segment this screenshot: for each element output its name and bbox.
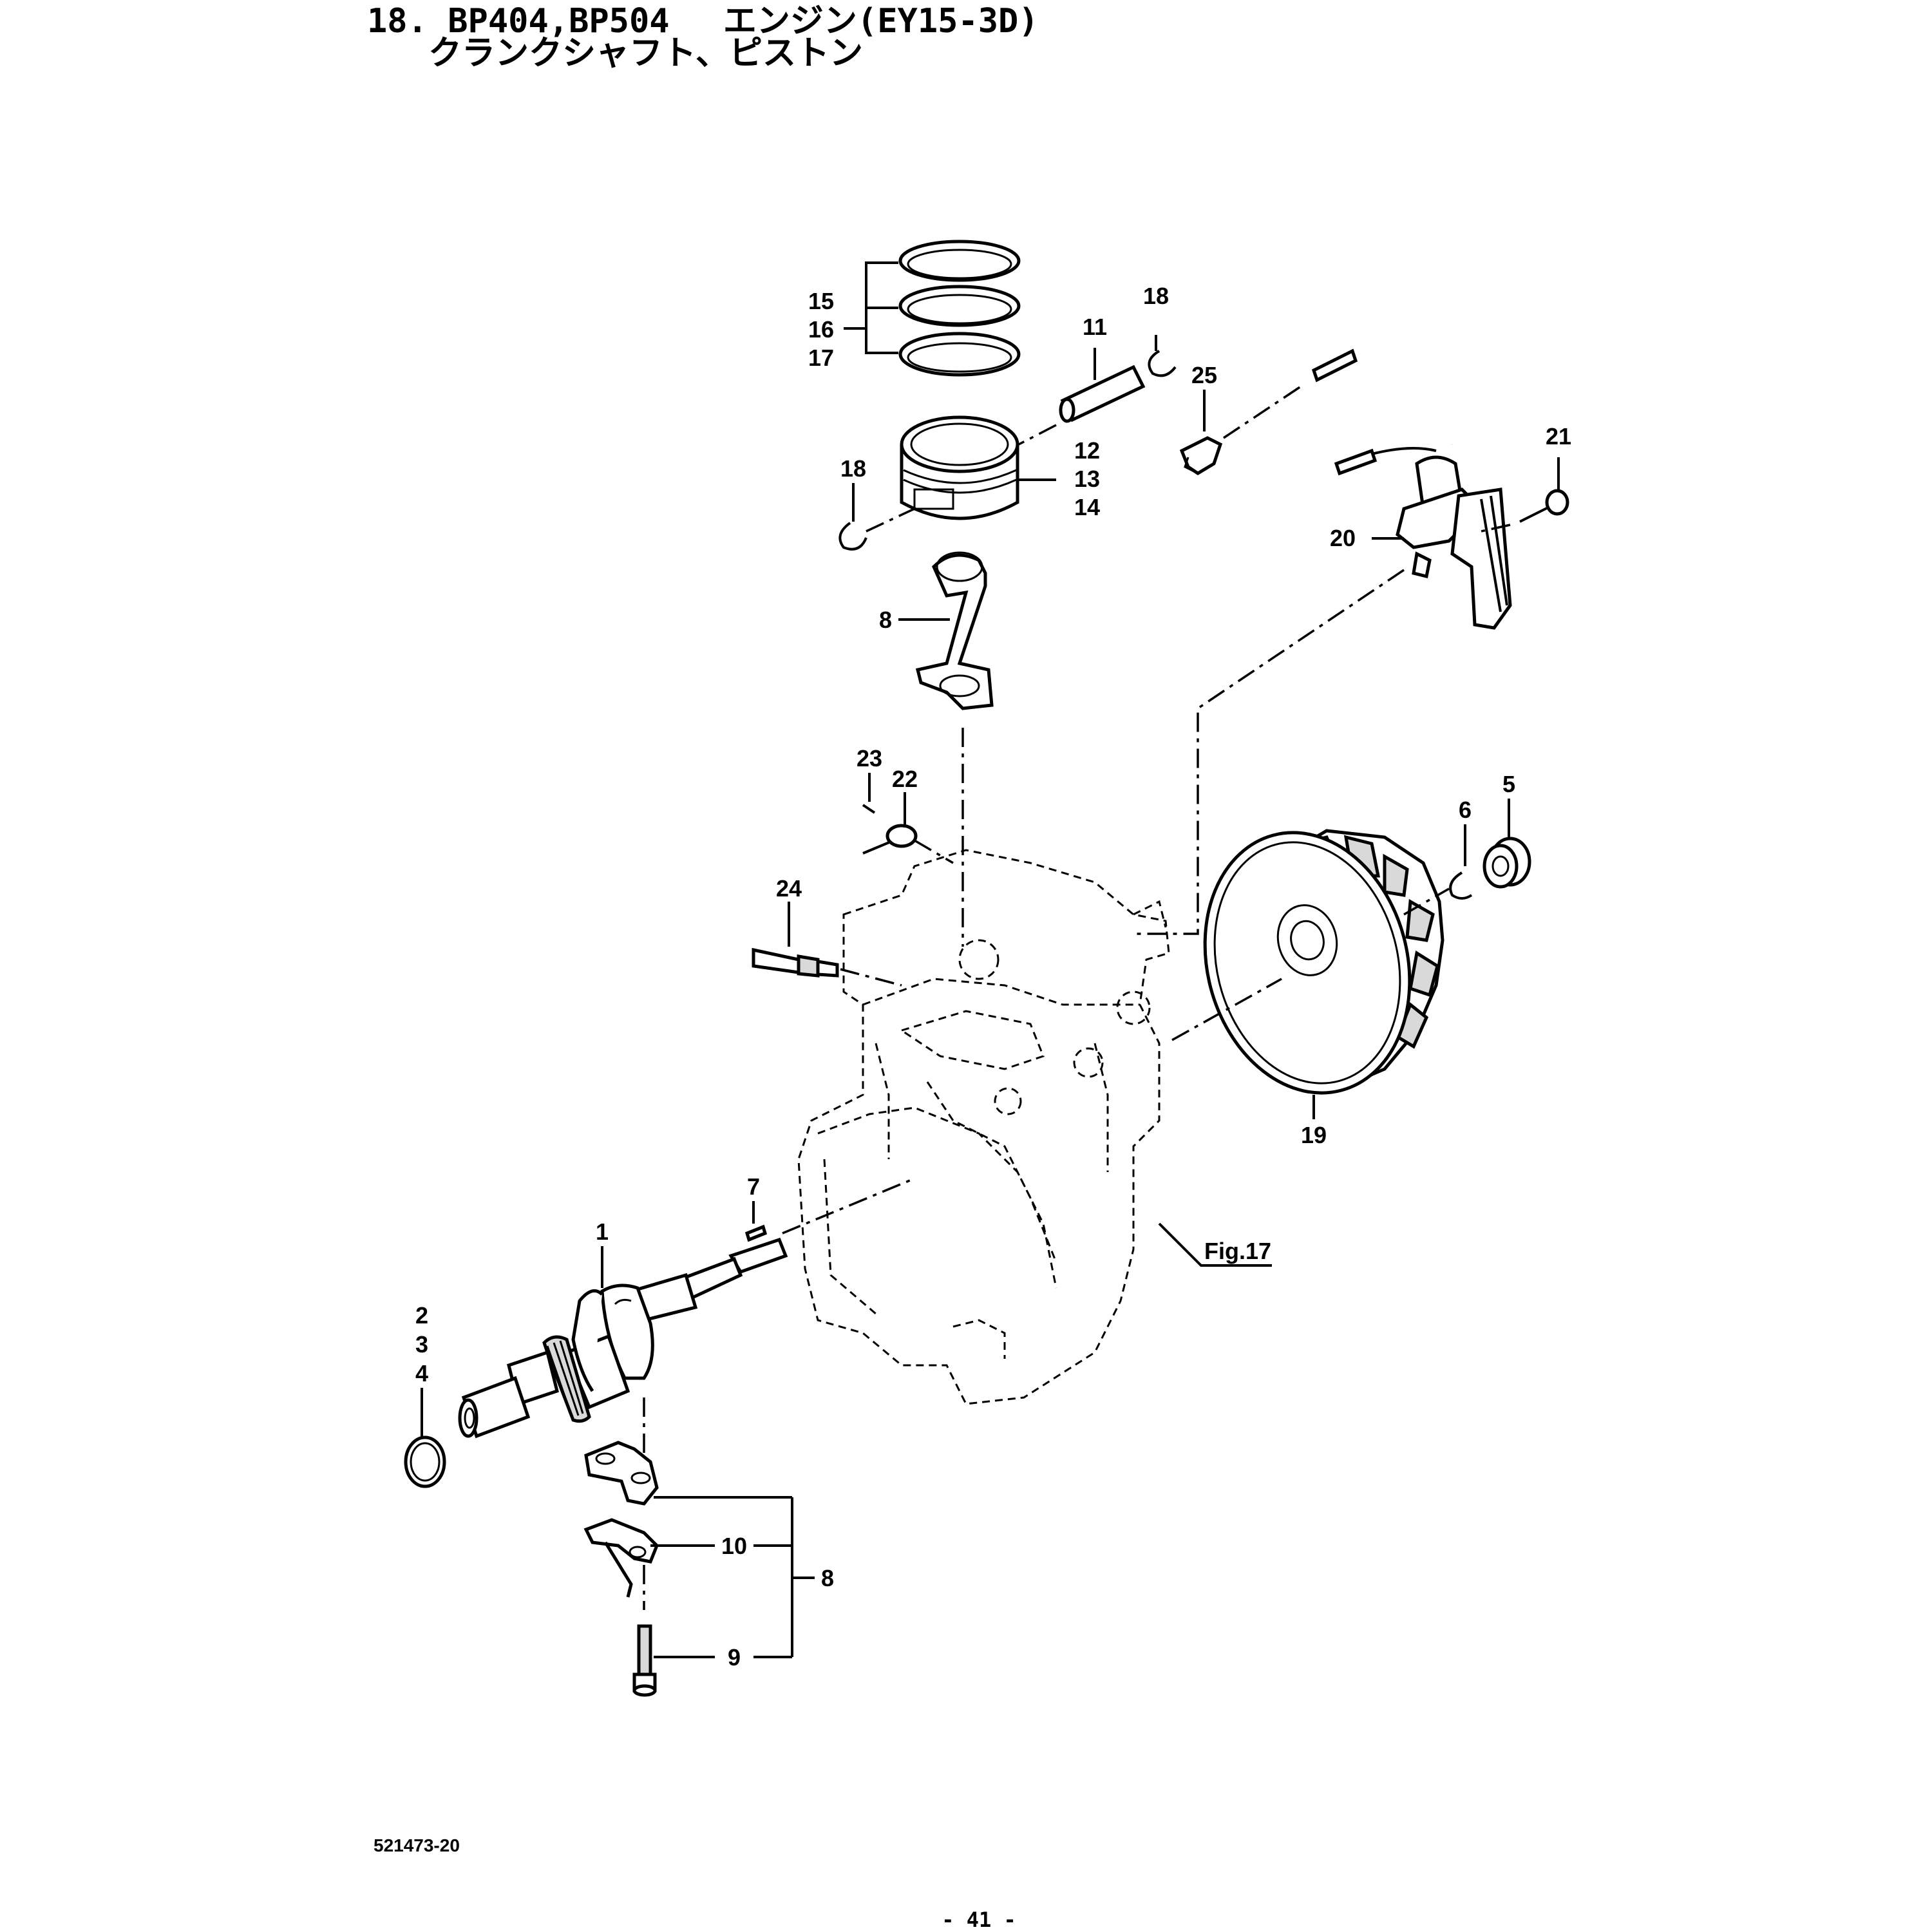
oil-seal: [404, 1435, 446, 1488]
callout-18-left: 18: [840, 455, 866, 482]
bolt-axis: [1481, 524, 1511, 533]
callout-25: 25: [1191, 362, 1217, 388]
callout-4: 4: [415, 1360, 428, 1387]
callout-1: 1: [596, 1218, 609, 1245]
fig-reference: Fig.17: [1204, 1238, 1271, 1264]
callout-18-right: 18: [1143, 283, 1169, 309]
callout-20: 20: [1330, 525, 1356, 551]
piston-pin-11: [1059, 365, 1146, 423]
diagram-subtitle: クランクシャフト、ピストン: [428, 34, 863, 73]
callout-15: 15: [808, 288, 834, 314]
ignition-coil-20: [1396, 455, 1512, 630]
piston-ring-17: [898, 332, 1021, 377]
page-number: - 41 -: [942, 1908, 1016, 1932]
callout-22: 22: [892, 766, 918, 792]
sensor-axis: [914, 839, 954, 864]
nut-5: [1482, 837, 1531, 889]
callout-10: 10: [721, 1533, 747, 1559]
callout-19: 19: [1301, 1122, 1327, 1148]
callout-23: 23: [857, 745, 882, 772]
circlip-18-right: [1148, 350, 1177, 377]
crankshaft-1: [458, 1237, 788, 1439]
callout-17: 17: [808, 345, 834, 371]
ring-bracket: [844, 261, 898, 354]
bolt-21: [1519, 489, 1569, 523]
flywheel-19: [1203, 829, 1444, 1095]
callout-11: 11: [1083, 314, 1107, 340]
crank-axis: [782, 1177, 915, 1235]
callout-24: 24: [776, 875, 802, 902]
coil-mount-line: [1133, 569, 1405, 935]
callout-12: 12: [1074, 437, 1100, 464]
engine-block-phantom: [797, 849, 1170, 1405]
plug-axis: [840, 968, 902, 987]
spark-plug-cap-25: [1179, 436, 1223, 475]
circlip-18-left: [838, 522, 867, 551]
nut-axis: [1403, 887, 1450, 916]
pin-axis-left: [866, 507, 915, 533]
washer-6: [1449, 871, 1473, 900]
lock-plate-10: [583, 1518, 659, 1598]
callout-5: 5: [1502, 771, 1515, 797]
callout-9: 9: [728, 1644, 741, 1671]
callout-13: 13: [1074, 466, 1100, 492]
bolt-9: [632, 1624, 657, 1697]
ignition-wire: [1311, 314, 1475, 476]
callout-16: 16: [808, 316, 834, 343]
diagram-title: 18. BP404,BP504 エンジン(EY15-3D): [367, 2, 1039, 41]
drawing-number: 521473-20: [374, 1835, 460, 1855]
piston-ring-16: [898, 285, 1021, 327]
callout-8-rod: 8: [879, 607, 892, 633]
callout-7: 7: [747, 1173, 760, 1200]
screw-23: [862, 804, 876, 814]
rod-cap: [584, 1441, 659, 1506]
flywheel-axis: [1171, 978, 1282, 1041]
connecting-rod: [915, 551, 994, 710]
wire-axis: [1223, 385, 1302, 439]
callout-3: 3: [415, 1331, 428, 1358]
woodruff-key-7: [744, 1224, 768, 1242]
piston: [900, 415, 1019, 520]
callout-6: 6: [1459, 797, 1472, 823]
fig-reference-leader: [1158, 1222, 1272, 1267]
callout-8-cap: 8: [821, 1565, 834, 1591]
piston-ring-15: [898, 240, 1021, 282]
pin-axis-right: [1018, 424, 1057, 446]
callout-2: 2: [415, 1302, 428, 1329]
callout-21: 21: [1546, 423, 1571, 450]
spark-plug-24: [752, 947, 839, 978]
oil-sensor-22: [862, 824, 918, 855]
callout-14: 14: [1074, 494, 1100, 520]
